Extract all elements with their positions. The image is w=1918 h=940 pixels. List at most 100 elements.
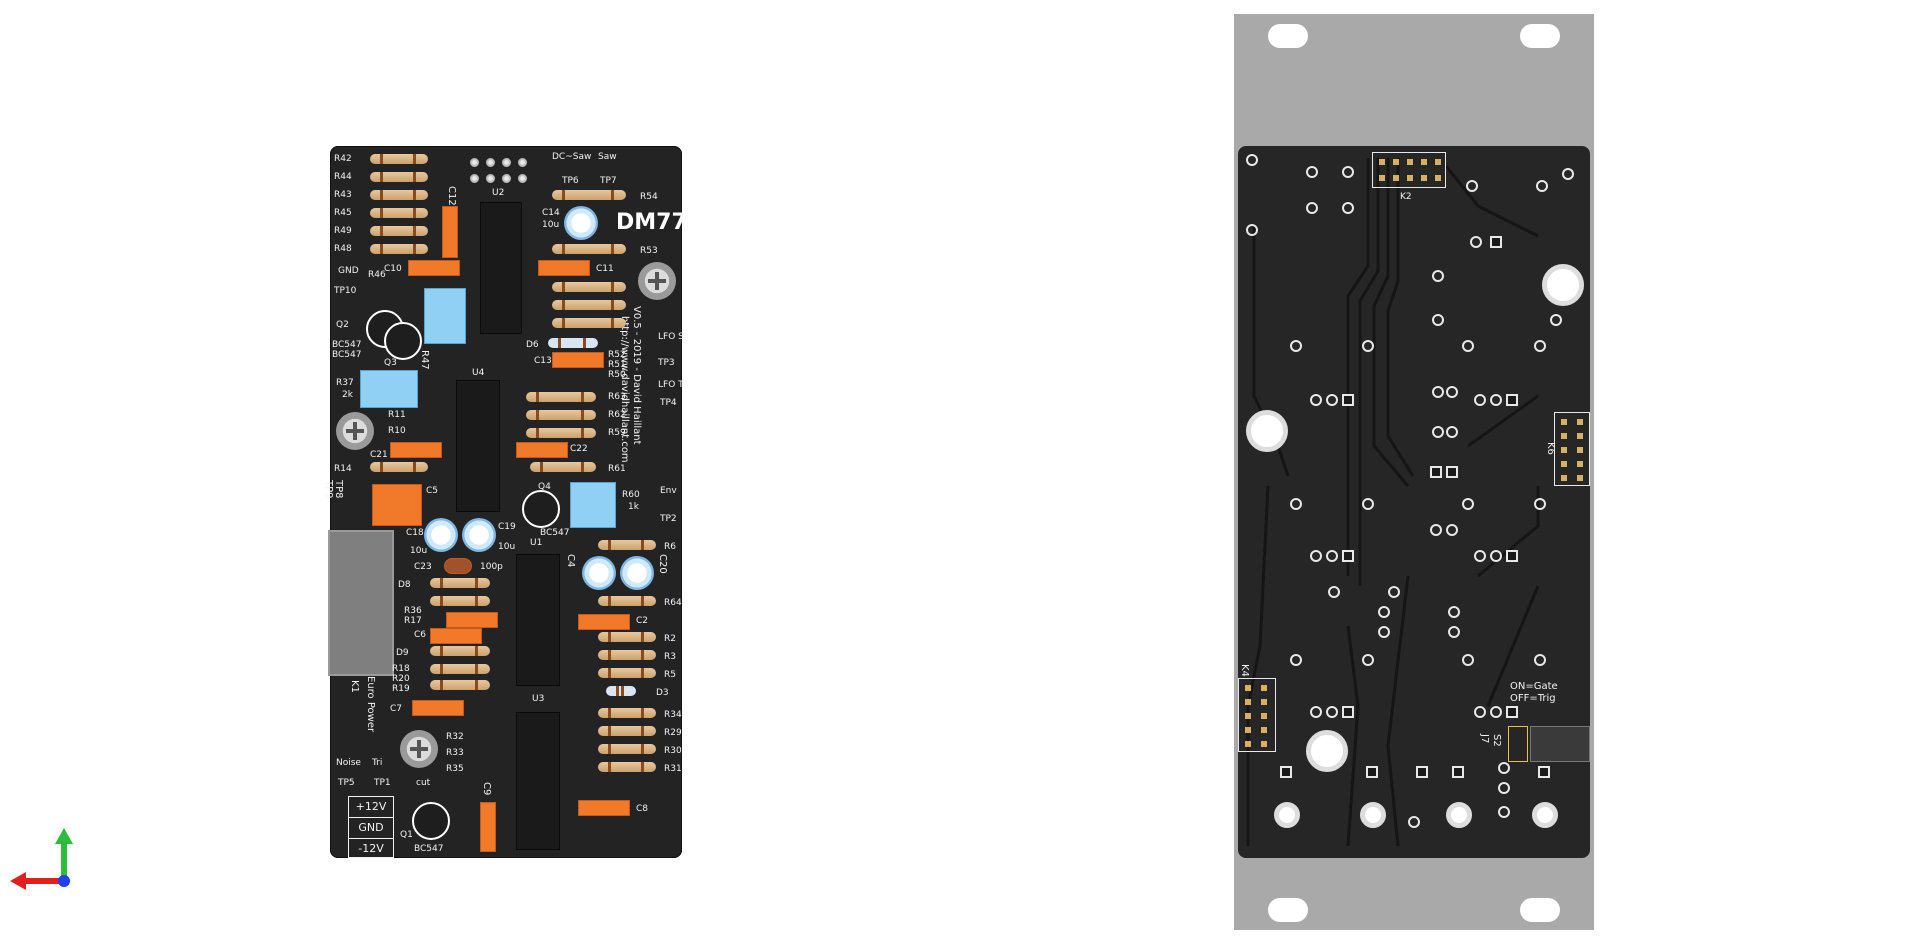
pad xyxy=(518,158,527,167)
header-pin xyxy=(1261,699,1267,705)
ref-r20: R20 xyxy=(392,674,410,684)
label-dcsaw: DC~Saw xyxy=(552,152,592,162)
ref-c18: C18 xyxy=(406,528,424,538)
via xyxy=(1534,340,1546,352)
via xyxy=(1474,394,1486,406)
pad xyxy=(1342,706,1354,718)
via xyxy=(1448,606,1460,618)
header-pin xyxy=(1245,727,1251,733)
euro-power-header xyxy=(328,530,394,676)
ref-d3: D3 xyxy=(656,688,669,698)
mounting-slot xyxy=(1520,24,1560,48)
trimmer-r37[interactable] xyxy=(360,370,418,408)
resistor xyxy=(598,596,656,606)
resistor xyxy=(552,318,626,328)
label-env: Env xyxy=(660,486,677,496)
via xyxy=(1490,550,1502,562)
header-pin xyxy=(1561,461,1567,467)
ic-u4 xyxy=(456,380,500,512)
power-legend: +12V GND -12V xyxy=(348,796,394,858)
via xyxy=(1306,202,1318,214)
axis-gizmo[interactable] xyxy=(8,828,78,898)
ref-c20: C20 xyxy=(657,554,668,574)
resistor xyxy=(370,244,428,254)
label-bc547-c: BC547 xyxy=(540,528,570,538)
credit-text: V0.5 - 2019 - David Haillant xyxy=(631,306,642,445)
ref-c5: C5 xyxy=(426,486,439,496)
ref-s2: S2 xyxy=(1491,734,1502,747)
ref-c11: C11 xyxy=(596,264,614,274)
label-tp3: TP3 xyxy=(658,358,675,368)
header-pin xyxy=(1435,159,1441,165)
ref-k1: K1 xyxy=(349,680,360,693)
diode-d3 xyxy=(606,686,636,696)
ref-r11: R11 xyxy=(388,410,406,420)
via xyxy=(1388,586,1400,598)
resistor xyxy=(430,596,490,606)
ref-c2: C2 xyxy=(636,616,649,626)
resistor xyxy=(370,172,428,182)
via xyxy=(1462,654,1474,666)
ref-c6: C6 xyxy=(414,630,427,640)
resistor xyxy=(598,726,656,736)
resistor xyxy=(552,300,626,310)
resistor xyxy=(598,708,656,718)
x-arrow-icon xyxy=(10,872,26,890)
via xyxy=(1470,236,1482,248)
ref-c7: C7 xyxy=(390,704,403,714)
trimmer-r60[interactable] xyxy=(570,482,616,528)
resistor xyxy=(370,208,428,218)
via xyxy=(1326,394,1338,406)
switch-s2-footprint[interactable] xyxy=(1508,726,1528,762)
trimmer-r47[interactable] xyxy=(424,288,466,344)
resistor xyxy=(598,762,656,772)
via xyxy=(1490,706,1502,718)
toggle-switch[interactable] xyxy=(1530,726,1590,762)
resistor xyxy=(552,244,626,254)
ref-r63: R63 xyxy=(608,392,626,402)
z-axis-icon xyxy=(58,875,70,887)
label-noise: Noise xyxy=(336,758,361,768)
via xyxy=(1534,498,1546,510)
film-capacitor xyxy=(412,700,464,716)
pad xyxy=(470,174,479,183)
resistor xyxy=(598,632,656,642)
pad xyxy=(1490,236,1502,248)
film-capacitor-c5 xyxy=(372,484,422,526)
via xyxy=(1246,154,1258,166)
label-tp4: TP4 xyxy=(660,398,677,408)
ref-r53: R53 xyxy=(640,246,658,256)
ref-r51: R51 xyxy=(608,360,626,370)
mounting-screw xyxy=(638,262,676,300)
via xyxy=(1310,706,1322,718)
pcb-front-view[interactable]: DM77 V0.5 - 2019 - David Haillant http:/… xyxy=(323,146,687,858)
header-pin xyxy=(1421,159,1427,165)
value-r60: 1k xyxy=(628,502,639,512)
via xyxy=(1326,550,1338,562)
pad xyxy=(502,174,511,183)
pad xyxy=(486,174,495,183)
header-k6 xyxy=(1554,412,1590,486)
ceramic-capacitor xyxy=(444,558,472,574)
film-capacitor xyxy=(516,442,568,458)
ref-r14: R14 xyxy=(334,464,352,474)
via xyxy=(1378,626,1390,638)
label-cut: cut xyxy=(416,778,431,788)
resistor xyxy=(598,540,656,550)
via xyxy=(1562,168,1574,180)
pcb-back-view[interactable]: K2 xyxy=(1238,146,1590,858)
header-pin xyxy=(1245,699,1251,705)
ref-c12: C12 xyxy=(446,186,457,206)
value-r37: 2k xyxy=(342,390,353,400)
resistor xyxy=(430,578,490,588)
pad xyxy=(1366,766,1378,778)
header-pin xyxy=(1435,175,1441,181)
header-pin xyxy=(1577,447,1583,453)
via xyxy=(1448,626,1460,638)
resistor xyxy=(598,668,656,678)
electrolytic-capacitor xyxy=(564,206,598,240)
pad xyxy=(486,158,495,167)
film-capacitor xyxy=(578,800,630,816)
ref-r10: R10 xyxy=(388,426,406,436)
